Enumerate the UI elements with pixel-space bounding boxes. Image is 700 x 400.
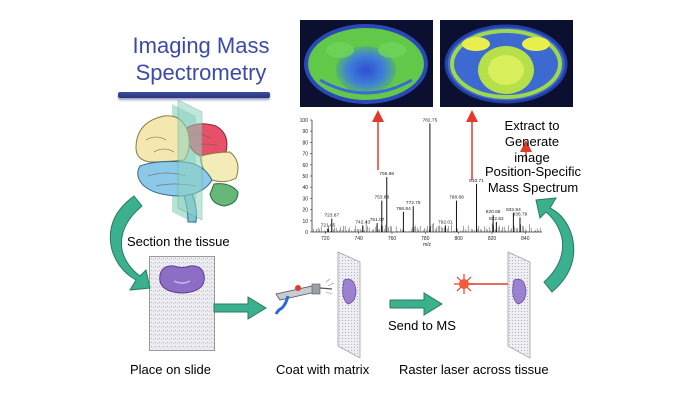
step-place-label: Place on slide xyxy=(130,362,211,377)
x-tick-label: 780 xyxy=(421,236,430,242)
arrow-slide-to-coat xyxy=(213,296,267,320)
peak-label: 782.75 xyxy=(423,117,438,123)
y-tick-label: 100 xyxy=(300,118,309,124)
airbrush-sprayer-icon xyxy=(274,278,335,315)
peak-label: 751.07 xyxy=(370,217,385,223)
peak-label: 820.68 xyxy=(486,209,501,215)
y-tick-label: 10 xyxy=(302,219,308,225)
y-tick-label: 70 xyxy=(302,152,308,158)
x-axis-label: m/z xyxy=(423,242,432,248)
brain-illustration xyxy=(135,100,239,224)
title-line-1: Imaging Mass xyxy=(132,33,270,58)
title-underline xyxy=(118,92,270,98)
y-tick-label: 30 xyxy=(302,196,308,202)
y-tick-label: 50 xyxy=(302,174,308,180)
step-section-label: Section the tissue xyxy=(127,234,230,249)
y-tick-label: 90 xyxy=(302,129,308,135)
arrow-section-to-slide xyxy=(109,195,151,291)
peak-label: 822.62 xyxy=(489,216,504,222)
y-tick-label: 40 xyxy=(302,185,308,191)
step-send-label: Send to MS xyxy=(388,318,456,333)
peak-label: 810.71 xyxy=(469,178,484,184)
y-tick-label: 80 xyxy=(302,140,308,146)
y-tick-label: 20 xyxy=(302,208,308,214)
peak-label: 723.87 xyxy=(324,213,339,219)
peak-label: 832.84 xyxy=(506,207,521,213)
peak-label: 742.43 xyxy=(355,219,370,225)
tissue-section xyxy=(159,265,205,294)
section-plane-front xyxy=(177,100,203,221)
peak-label: 836.79 xyxy=(513,211,528,217)
slide-coated xyxy=(337,251,361,359)
peak-label: 792.01 xyxy=(438,219,453,225)
x-tick-label: 840 xyxy=(521,236,530,242)
x-tick-label: 760 xyxy=(388,236,397,242)
ion-image-left xyxy=(300,20,433,107)
diagram-title: Imaging Mass Spectrometry xyxy=(126,32,276,86)
ion-image-right xyxy=(440,20,573,107)
step-raster-label: Raster laser across tissue xyxy=(399,362,549,377)
mass-spectrum: 0 10 20 30 40 50 60 70 80 90 100 720 740 760 780 800 820… xyxy=(300,117,542,248)
glass-slide xyxy=(149,256,215,351)
peak-label: 721.65 xyxy=(321,223,336,229)
arrow-coat-to-raster xyxy=(389,292,443,316)
peak-label: 756.86 xyxy=(379,171,394,177)
peak-label: 766.84 xyxy=(396,206,411,212)
y-tick-label: 0 xyxy=(305,230,308,236)
x-tick-label: 720 xyxy=(321,236,330,242)
title-line-2: Spectrometry xyxy=(135,60,267,85)
slide-raster xyxy=(507,251,531,359)
y-tick-label: 60 xyxy=(302,163,308,169)
step-coat-label: Coat with matrix xyxy=(276,362,370,377)
laser-icon xyxy=(454,274,508,294)
position-specific-label: Position-Specific Mass Spectrum xyxy=(484,164,582,195)
x-tick-label: 820 xyxy=(488,236,497,242)
peak-label: 798.68 xyxy=(449,195,464,201)
x-tick-label: 800 xyxy=(454,236,463,242)
arrow-raster-to-spectrum xyxy=(535,197,575,293)
peak-label: 772.75 xyxy=(406,200,421,206)
peak-label: 753.88 xyxy=(374,195,389,201)
x-tick-label: 740 xyxy=(354,236,363,242)
extract-label: Extract to Generate image xyxy=(504,118,560,165)
